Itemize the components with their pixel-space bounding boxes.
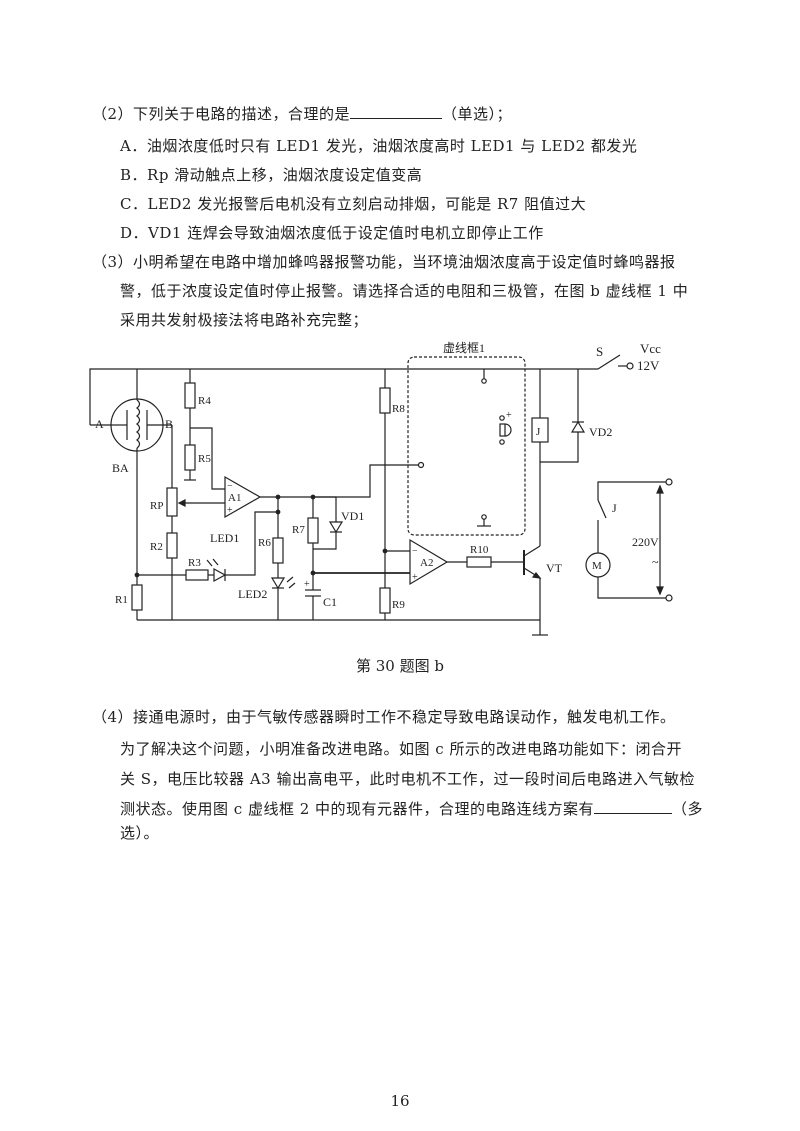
- label-s: S: [596, 344, 603, 359]
- label-a: A: [95, 417, 104, 431]
- answer-blank-q4[interactable]: [594, 799, 673, 814]
- q4-text-suffix: （多: [672, 800, 704, 818]
- resistor-r4: [184, 382, 196, 409]
- q4-tail: 选）。: [120, 824, 160, 842]
- label-j-coil: J: [536, 426, 541, 438]
- switch-s: [597, 354, 621, 370]
- label-vd2: VD2: [589, 425, 612, 439]
- resistor-r8: [379, 387, 391, 414]
- answer-blank[interactable]: [350, 104, 443, 119]
- q2-option-d: D．VD1 连焊会导致油烟浓度低于设定值时电机立即停止工作: [120, 224, 544, 242]
- label-r5: R5: [198, 453, 211, 465]
- comparator-a2: [409, 538, 449, 586]
- label-c1: C1: [323, 595, 337, 609]
- q4-line: （4）接通电源时，由于气敏传感器瞬时工作不稳定导致电路误动作，触发电机工作。: [92, 708, 676, 726]
- resistor-r5: [184, 444, 196, 471]
- led2: [270, 577, 286, 590]
- diode-vd2: [570, 420, 586, 433]
- label-r6: R6: [258, 537, 271, 549]
- label-r3: R3: [188, 557, 201, 569]
- q4-text: 测状态。使用图 c 虚线框 2 中的现有元器件，合理的电路连线方案有: [120, 800, 595, 818]
- q4-line: 关 S，电压比较器 A3 输出高电平，此时电机不工作，过一段时间后电路进入气敏检: [120, 770, 695, 788]
- label-a1-minus: −: [227, 481, 233, 492]
- q2-option-b: B．Rp 滑动触点上移，油烟浓度设定值变高: [120, 166, 423, 184]
- q3-line: 采用共发射极接法将电路补充完整；: [120, 311, 369, 329]
- label-r1: R1: [115, 594, 128, 606]
- label-r4: R4: [198, 395, 211, 407]
- led1: [213, 567, 227, 583]
- q2-option-a: A．油烟浓度低时只有 LED1 发光，油烟浓度高时 LED1 与 LED2 都发…: [120, 137, 638, 155]
- circuit-diagram: 虚线框1 S Vcc 12V A B BA R4 R5 RP R2 R1 R3 …: [89, 341, 673, 636]
- label-220v: 220V: [632, 535, 659, 549]
- vcc-terminal: [626, 362, 634, 370]
- page-number: 16: [390, 1092, 410, 1110]
- q3-line: 警，低于浓度设定值时停止报警。请选择合适的电阻和三极管，在图 b 虚线框 1 中: [120, 282, 689, 300]
- resistor-r6: [272, 537, 284, 564]
- label-led1: LED1: [210, 531, 239, 545]
- figure-caption: 第 30 题图 b: [356, 657, 444, 675]
- q4-line: 为了解决这个问题，小明准备改进电路。如图 c 所示的改进电路功能如下：闭合开: [120, 740, 682, 758]
- label-r9: R9: [392, 599, 405, 611]
- label-vd1: VD1: [341, 509, 364, 523]
- resistor-r10: [466, 556, 492, 568]
- label-r8: R8: [392, 403, 405, 415]
- resistor-r1: [131, 584, 143, 611]
- label-ba: BA: [112, 461, 129, 475]
- dashed-box-1: [407, 356, 526, 536]
- comparator-a1: [224, 475, 262, 519]
- top-rail: [89, 368, 598, 425]
- label-rp: RP: [150, 500, 163, 512]
- label-r7: R7: [292, 524, 305, 536]
- label-a2-plus: +: [412, 572, 418, 583]
- label-b: B: [165, 417, 173, 431]
- q2-stem: （2）下列关于电路的描述，合理的是 （单选）；: [92, 103, 512, 124]
- label-j-switch: J: [612, 501, 617, 515]
- q3-line: （3）小明希望在电路中增加蜂鸣器报警功能，当环境油烟浓度高于设定值时蜂鸣器报: [92, 253, 676, 271]
- label-12v: 12V: [637, 358, 660, 373]
- label-r10: R10: [470, 544, 489, 556]
- q4-line-last: 测状态。使用图 c 虚线框 2 中的现有元器件，合理的电路连线方案有 （多: [120, 798, 703, 819]
- label-led2: LED2: [238, 587, 267, 601]
- label-buzzer-plus: +: [506, 410, 512, 421]
- label-vt: VT: [546, 561, 563, 575]
- label-a1-plus: +: [227, 505, 233, 516]
- resistor-r9: [379, 587, 391, 614]
- potentiometer-rp: [166, 487, 178, 517]
- label-c1-plus: +: [304, 579, 310, 590]
- resistor-r7: [307, 517, 319, 544]
- label-a2: A2: [420, 557, 433, 569]
- q2-stem-suffix: （单选）；: [442, 105, 513, 123]
- label-dashed-box: 虚线框1: [443, 341, 485, 355]
- resistor-r3: [185, 569, 209, 581]
- label-a1: A1: [228, 492, 241, 504]
- label-ac: ~: [652, 555, 659, 569]
- label-m: M: [592, 560, 602, 572]
- q2-option-c: C．LED2 发光报警后电机没有立刻启动排烟，可能是 R7 阻值过大: [120, 195, 587, 213]
- q2-stem-text: （2）下列关于电路的描述，合理的是: [92, 105, 351, 123]
- label-vcc: Vcc: [640, 341, 661, 356]
- label-a2-minus: −: [412, 546, 418, 557]
- resistor-r2: [166, 532, 178, 559]
- diode-vd1: [328, 521, 344, 534]
- relay-switch-j: [597, 499, 607, 519]
- label-r2: R2: [150, 541, 163, 553]
- buzzer: [499, 423, 506, 437]
